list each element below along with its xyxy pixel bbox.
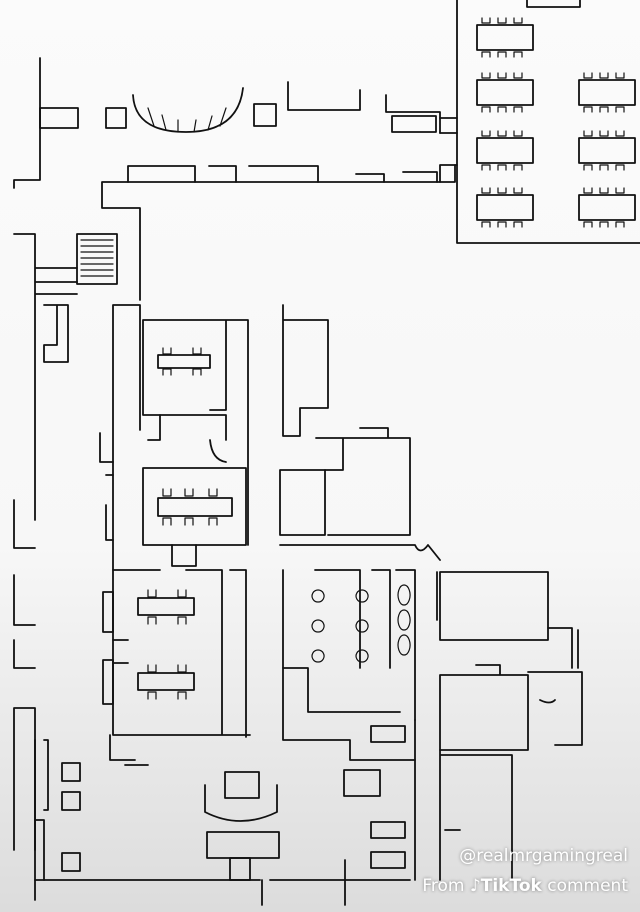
stairs	[13, 233, 411, 901]
from-suffix: comment	[547, 876, 628, 896]
central-rooms	[279, 304, 441, 881]
meeting-room-1	[99, 304, 249, 571]
dining-hall	[456, 0, 640, 244]
from-prefix: From	[422, 876, 465, 896]
right-rooms	[436, 571, 583, 881]
source-credit: From ♪TikTok comment	[422, 876, 628, 896]
platform-name: TikTok	[480, 876, 542, 896]
tiktok-note-icon: ♪	[469, 876, 481, 896]
meeting-room-2	[105, 467, 247, 567]
top-corridor	[13, 57, 458, 301]
bottom-area	[61, 734, 346, 906]
creator-handle: @realmrgamingreal	[459, 846, 628, 866]
meeting-rooms-3-4	[102, 569, 251, 738]
